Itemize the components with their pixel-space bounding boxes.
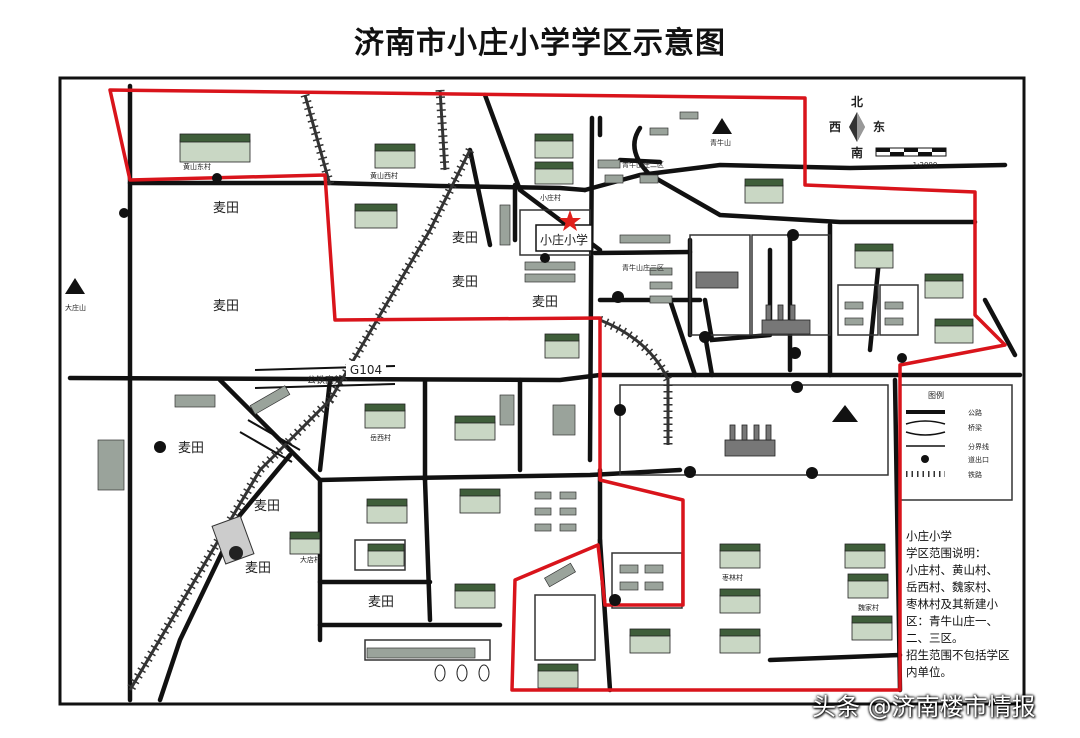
landmark-icon [211,515,255,565]
legend-bridge-line [905,420,946,436]
legend-item: 道出口 [968,455,989,464]
notes-line: 岳西村、魏家村、 [906,580,998,594]
district-notes: 小庄小学 学区范围说明： 小庄村、黄山村、 岳西村、魏家村、 枣林村及其新建小 … [906,528,1026,681]
place-labels: 黄山东村 黄山西村 小庄村 青牛山庄二区 青牛山庄三区 青牛山 岳西村 魏家村 … [65,138,879,612]
legend-item: 铁路 [968,470,982,479]
compass-north: 北 [851,94,863,109]
map-title: 济南市小庄小学学区示意图 [354,26,726,61]
g104-label: G104 [350,363,382,377]
field-label: 麦田 [245,561,271,576]
field-label: 麦田 [452,275,478,290]
district-boundary [108,88,1007,692]
place-label: 枣林村 [722,573,743,582]
compass-south: 南 [851,145,863,160]
place-label: 黄山西村 [370,171,398,180]
place-label: 黄山东村 [183,162,211,171]
notes-line: 小庄村、黄山村、 [906,563,998,577]
railways [126,89,673,693]
field-label: 麦田 [178,441,204,456]
factories [695,271,811,457]
bus-station-pillars [434,664,490,682]
place-label: 青牛山 [710,138,731,147]
legend-item: 桥梁 [968,423,982,432]
compass-east: 东 [873,119,885,134]
field-labels: 麦田 麦田 麦田 麦田 麦田 麦田 麦田 麦田 麦田 [178,201,558,610]
place-label: 小庄村 [540,193,561,202]
field-label: 麦田 [532,295,558,310]
legend: 图例 公路 桥梁 分界线 道出口 铁路 [905,390,989,479]
scale-label: 1:2000 [913,161,938,169]
place-label: 青牛山庄二区 [622,160,664,169]
legend-exit-dot [921,455,929,463]
notes-line: 学区范围说明： [906,546,987,560]
field-label: 麦田 [213,201,239,216]
school-label: 小庄小学 [540,232,588,247]
map-frame [58,76,1026,706]
place-label: 大店村 [300,555,321,564]
notes-line: 招生范围不包括学区 [906,648,1010,662]
field-label: 麦田 [213,299,239,314]
g104-label-bg [346,361,386,377]
village-houses [179,133,974,689]
legend-item: 公路 [968,408,982,417]
viaduct-label: 公铁高架 [307,374,343,386]
scale-bar: 1:2000 [875,147,947,169]
compass-west: 西 [829,120,841,134]
legend-item: 分界线 [968,442,989,451]
place-label: 大庄山 [65,303,86,312]
notes-line: 内单位。 [906,665,952,679]
school-star-icon [559,210,581,231]
compass: 北 南 西 东 [829,94,885,160]
place-label: 岳西村 [370,433,391,442]
legend-title: 图例 [928,390,944,400]
place-label: 魏家村 [858,603,879,612]
place-label: 青牛山庄三区 [622,263,664,272]
field-label: 麦田 [368,595,394,610]
notes-line: 二、三区。 [906,631,964,645]
notes-line: 区：青牛山庄一、 [906,614,998,628]
exit-markers [119,173,907,606]
field-label: 麦田 [452,231,478,246]
notes-line: 枣林村及其新建小 [906,597,998,611]
hill-icon [832,405,858,422]
notes-title: 小庄小学 [906,529,952,543]
dazhuang-hill-icon [65,278,85,294]
watermark: 头条 @济南楼市情报 [812,693,1036,721]
qingniu-hill-icon [712,118,732,134]
field-label: 麦田 [254,499,280,514]
residential-blocks [97,111,904,659]
